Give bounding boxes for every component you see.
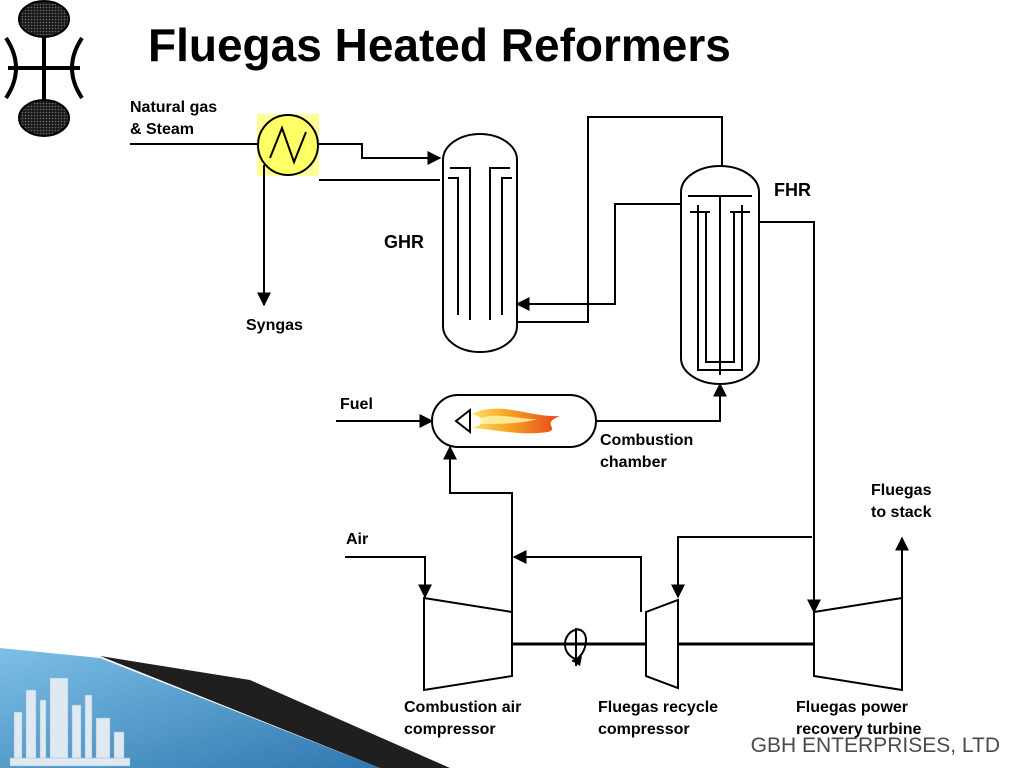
label-chamber: chamber: [600, 454, 667, 471]
fhr-to-ghr-line: [515, 203, 681, 311]
ghr-to-fhr-line: [517, 116, 723, 323]
air-compressor: [423, 596, 513, 692]
air-line: [345, 556, 432, 599]
label-natural-gas: Natural gas: [130, 99, 217, 116]
label-ghr: GHR: [384, 232, 424, 252]
air-to-chamber-line: [443, 445, 513, 612]
hx-to-ghr-line: [319, 143, 442, 165]
label-fluegas: Fluegas: [871, 482, 932, 499]
recycle-to-air-line: [512, 550, 642, 612]
label-syngas: Syngas: [246, 317, 303, 334]
label-steam: & Steam: [130, 121, 194, 138]
slide-title: Fluegas Heated Reformers: [148, 19, 731, 71]
label-power-turbine-2: recovery turbine: [796, 721, 921, 738]
label-fuel: Fuel: [340, 396, 373, 413]
label-to-stack: to stack: [871, 504, 932, 521]
heat-exchanger-icon: [257, 114, 319, 176]
fhr-to-turbine-line: [759, 221, 821, 614]
recycle-compressor: [645, 598, 679, 690]
label-air-compressor-1: Combustion air: [404, 699, 521, 716]
fhr-vessel: [680, 165, 760, 385]
power-turbine: [813, 596, 903, 692]
chamber-to-fhr-line: [596, 382, 727, 422]
ghr-vessel: [442, 133, 518, 353]
company-name: GBH ENTERPRISES, LTD: [750, 734, 1000, 757]
label-power-turbine-1: Fluegas power: [796, 699, 908, 716]
turbine-to-recycle-line: [671, 536, 812, 599]
rotation-arrow-icon: [564, 628, 588, 666]
combustion-chamber: [431, 394, 597, 448]
label-combustion: Combustion: [600, 432, 693, 449]
label-recycle-compressor-2: compressor: [598, 721, 690, 738]
label-recycle-compressor-1: Fluegas recycle: [598, 699, 718, 716]
label-fhr: FHR: [774, 180, 811, 200]
label-air-compressor-2: compressor: [404, 721, 496, 738]
company-logo-icon: [0, 0, 92, 138]
label-air: Air: [346, 531, 368, 548]
